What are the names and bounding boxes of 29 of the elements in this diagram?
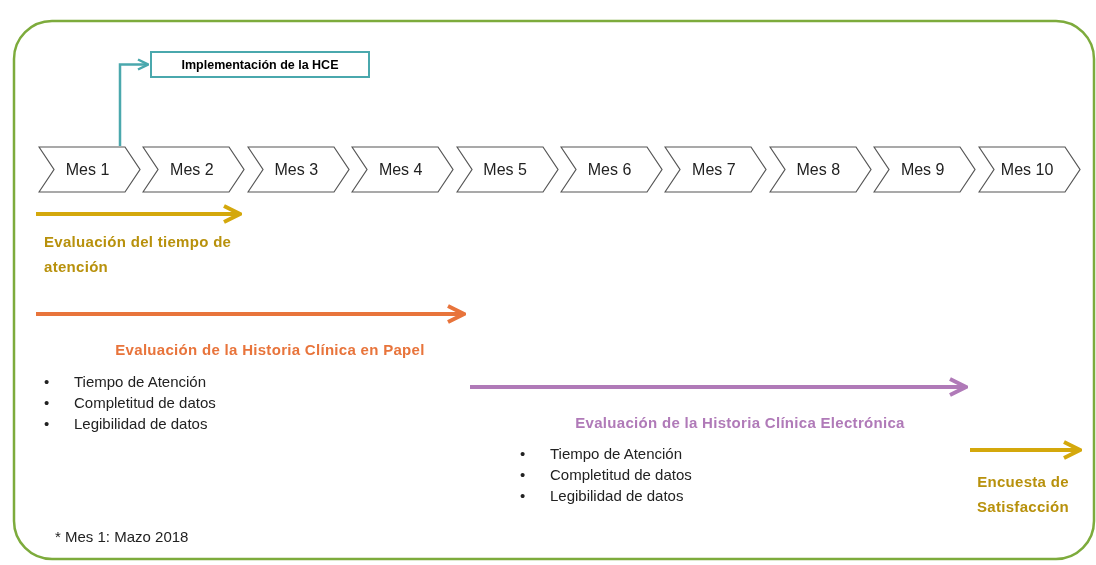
bullet: •: [520, 486, 526, 506]
list-item: Legibilidad de datos: [74, 414, 208, 434]
bullet: •: [520, 465, 526, 485]
timeline-segment: Mes 5: [455, 146, 559, 193]
bullet: •: [44, 414, 50, 434]
arrow: [118, 58, 150, 146]
bullet: •: [44, 372, 50, 392]
timeline-segment: Mes 1: [38, 146, 141, 193]
timeline-segment: Mes 9: [873, 146, 977, 193]
period-label: Encuesta de Satisfacción: [976, 472, 1070, 517]
bullet: •: [520, 444, 526, 464]
timeline-segment: Mes 6: [560, 146, 663, 193]
timeline-segment: Mes 4: [351, 146, 455, 193]
footnote: * Mes 1: Mazo 2018: [55, 527, 189, 547]
list-item: Completitud de datos: [550, 465, 692, 485]
period-label: Evaluación de la Historia Clínica en Papel: [114, 340, 426, 360]
list-item: Legibilidad de datos: [550, 486, 684, 506]
timeline-segment: Mes 7: [664, 146, 768, 193]
bullet: •: [44, 393, 50, 413]
list-item: Tiempo de Atención: [550, 444, 683, 464]
timeline-segment: Mes 2: [142, 146, 246, 193]
timeline-segment: Mes 3: [246, 146, 350, 193]
timeline-segment: Mes 8: [768, 146, 872, 193]
list-item: Completitud de datos: [74, 393, 216, 413]
period-label: Evaluación del tiempo de atención: [44, 232, 233, 277]
timeline-segment: Mes 10: [977, 146, 1081, 193]
list-item: Tiempo de Atención: [74, 372, 207, 392]
milestone-box: Implementación de la HCE: [150, 51, 370, 78]
period-label: Evaluación de la Historia Clínica Electrónica: [574, 413, 906, 433]
